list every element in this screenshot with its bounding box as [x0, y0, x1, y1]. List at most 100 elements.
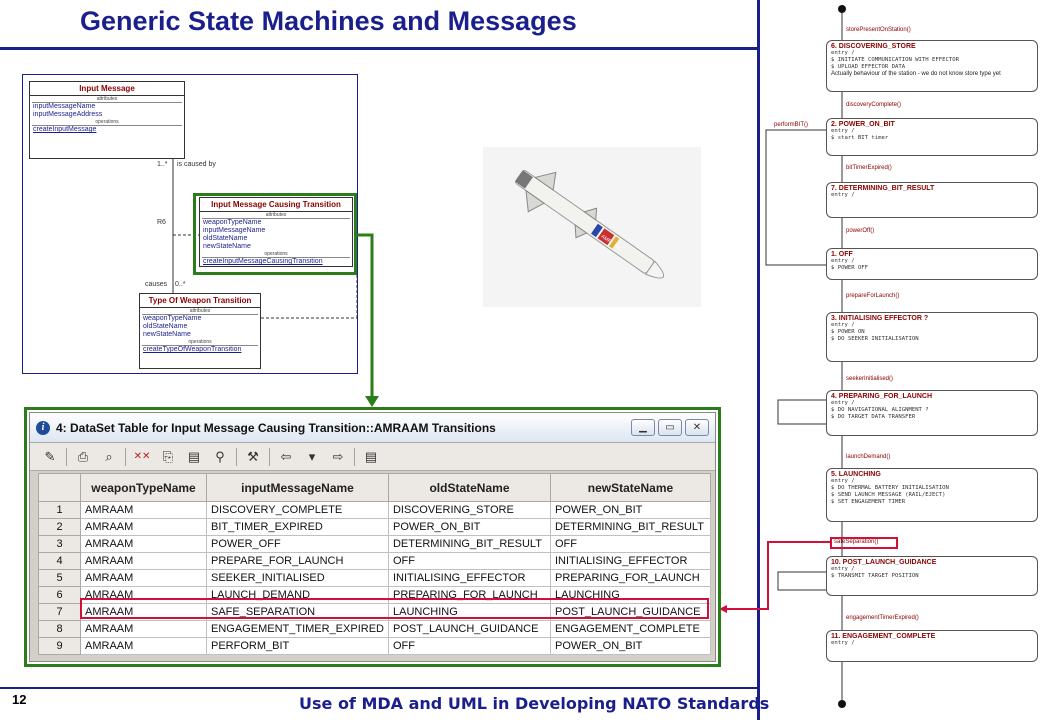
table-cell[interactable]: POWER_ON_BIT — [387, 518, 551, 536]
table-cell[interactable]: LAUNCHING — [387, 603, 551, 621]
transition-label: bitTimerExpired() — [846, 165, 892, 171]
state-note: Actually behaviour of the station - we d… — [831, 71, 1001, 77]
table-cell[interactable]: AMRAAM — [80, 535, 207, 553]
transition-label: engagementTimerExpired() — [846, 615, 919, 621]
attributes-label: attributes — [202, 212, 350, 219]
table-cell[interactable]: AMRAAM — [80, 569, 207, 587]
state-action: entry / — [831, 258, 855, 264]
slide-title: Generic State Machines and Messages — [80, 6, 577, 36]
operation: createInputMessageCausingTransition — [203, 258, 323, 265]
highlight-transition-box — [830, 537, 898, 549]
window-titlebar[interactable]: i 4: DataSet Table for Input Message Cau… — [30, 413, 715, 443]
table-cell[interactable]: AMRAAM — [80, 637, 207, 655]
table-cell[interactable]: DETERMINING_BIT_RESULT — [387, 535, 551, 553]
state-name: 1. OFF — [831, 251, 853, 258]
state-initialising-effector: 3. INITIALISING EFFECTOR ? entry / $ POW… — [826, 312, 1038, 362]
table-cell[interactable]: BIT_TIMER_EXPIRED — [206, 518, 389, 536]
table-cell[interactable]: OFF — [387, 552, 551, 570]
class-name: Input Message — [30, 82, 184, 96]
table-cell[interactable]: PREPARING_FOR_LAUNCH — [549, 569, 711, 587]
layout-icon[interactable]: ▤ — [364, 448, 378, 464]
table-header-row: weaponTypeName inputMessageName oldState… — [38, 473, 711, 502]
transition-label: discoveryComplete() — [846, 102, 902, 108]
column-header[interactable]: newStateName — [549, 473, 711, 502]
table-cell[interactable]: OFF — [387, 637, 551, 655]
tools-icon[interactable]: ⚒ — [247, 448, 259, 464]
minimize-button[interactable]: ▁ — [631, 419, 655, 436]
print-icon[interactable]: ⎙ — [77, 448, 89, 464]
table-cell[interactable]: INITIALISING_EFFECTOR — [549, 552, 711, 570]
attributes-label: attributes — [32, 96, 182, 103]
class-input-message-causing-transition: Input Message Causing Transition attribu… — [199, 197, 353, 267]
state-engagement-complete: 11. ENGAGEMENT_COMPLETE entry / — [826, 630, 1038, 662]
table-cell[interactable]: ENGAGEMENT_COMPLETE — [549, 620, 711, 638]
row-number: 8 — [38, 620, 81, 638]
table-cell[interactable]: DISCOVERING_STORE — [387, 501, 551, 519]
toolbar-separator — [236, 447, 237, 466]
chevron-down-icon[interactable]: ▾ — [308, 448, 316, 464]
attribute: weaponTypeName — [143, 315, 202, 322]
state-action: $ TRANSMIT TARGET POSITION — [831, 573, 919, 579]
attribute: weaponTypeName — [203, 219, 262, 226]
state-name: 5. LAUNCHING — [831, 471, 881, 478]
table-cell[interactable]: OFF — [549, 535, 711, 553]
state-action: entry / — [831, 478, 855, 484]
state-action: $ DO TARGET DATA TRANSFER — [831, 414, 916, 420]
table-cell[interactable]: AMRAAM — [80, 501, 207, 519]
forward-arrow-icon[interactable]: ⇨ — [332, 448, 344, 464]
transition-label: storePresentOnStation() — [846, 27, 911, 33]
table-cell[interactable]: PREPARE_FOR_LAUNCH — [206, 552, 389, 570]
print-preview-icon[interactable]: ⌕ — [105, 448, 113, 464]
state-preparing-for-launch: 4. PREPARING_FOR_LAUNCH entry / $ DO NAV… — [826, 390, 1038, 436]
table-cell[interactable]: INITIALISING_EFFECTOR — [387, 569, 551, 587]
transition-label: launchDemand() — [846, 454, 891, 460]
state-action: entry / — [831, 50, 855, 56]
delete-rows-icon[interactable]: ✕✕ — [133, 451, 151, 462]
multiplicity-label: 0..* — [175, 281, 186, 288]
row-number: 7 — [38, 603, 81, 621]
class-type-of-weapon-transition: Type Of Weapon Transition attributes wea… — [139, 293, 261, 369]
table-cell[interactable]: SEEKER_INITIALISED — [206, 569, 389, 587]
close-button[interactable]: ✕ — [685, 419, 709, 436]
column-header[interactable]: weaponTypeName — [80, 473, 207, 502]
pencil-icon[interactable]: ✎ — [44, 448, 56, 464]
state-action: entry / — [831, 640, 855, 646]
table-cell[interactable]: DISCOVERY_COMPLETE — [206, 501, 389, 519]
table-cell[interactable]: AMRAAM — [80, 552, 207, 570]
row-number: 9 — [38, 637, 81, 655]
state-action: $ SEND LAUNCH MESSAGE (RAIL/EJECT) — [831, 492, 946, 498]
table-cell[interactable]: DETERMINING_BIT_RESULT — [549, 518, 711, 536]
back-arrow-icon[interactable]: ⇦ — [280, 448, 292, 464]
copy-icon[interactable]: ⎘ — [162, 448, 174, 464]
footer-text: Use of MDA and UML in Developing NATO St… — [299, 694, 770, 713]
table-cell[interactable]: POWER_ON_BIT — [549, 501, 711, 519]
maximize-button[interactable]: ▭ — [658, 419, 682, 436]
row-number: 3 — [38, 535, 81, 553]
class-name: Input Message Causing Transition — [200, 198, 352, 212]
table-cell[interactable]: PERFORM_BIT — [206, 637, 389, 655]
table-cell[interactable]: AMRAAM — [80, 518, 207, 536]
table-cell[interactable]: ENGAGEMENT_TIMER_EXPIRED — [206, 620, 389, 638]
table-cell[interactable]: POWER_ON_BIT — [549, 637, 711, 655]
uml-class-diagram: Input Message attributes inputMessageNam… — [22, 74, 358, 374]
attribute: newStateName — [143, 331, 191, 338]
state-off: 1. OFF entry / $ POWER OFF — [826, 248, 1038, 280]
column-header[interactable]: oldStateName — [387, 473, 551, 502]
find-icon[interactable]: ⚲ — [215, 448, 225, 464]
state-action: entry / — [831, 128, 855, 134]
table-cell[interactable]: AMRAAM — [80, 620, 207, 638]
paste-icon[interactable]: ▤ — [187, 448, 201, 464]
column-header[interactable]: inputMessageName — [206, 473, 389, 502]
table-cell[interactable]: POST_LAUNCH_GUIDANCE — [387, 620, 551, 638]
transition-label: safeSeparation() — [834, 539, 879, 545]
attribute: oldStateName — [143, 323, 188, 330]
table-cell[interactable]: POWER_OFF — [206, 535, 389, 553]
